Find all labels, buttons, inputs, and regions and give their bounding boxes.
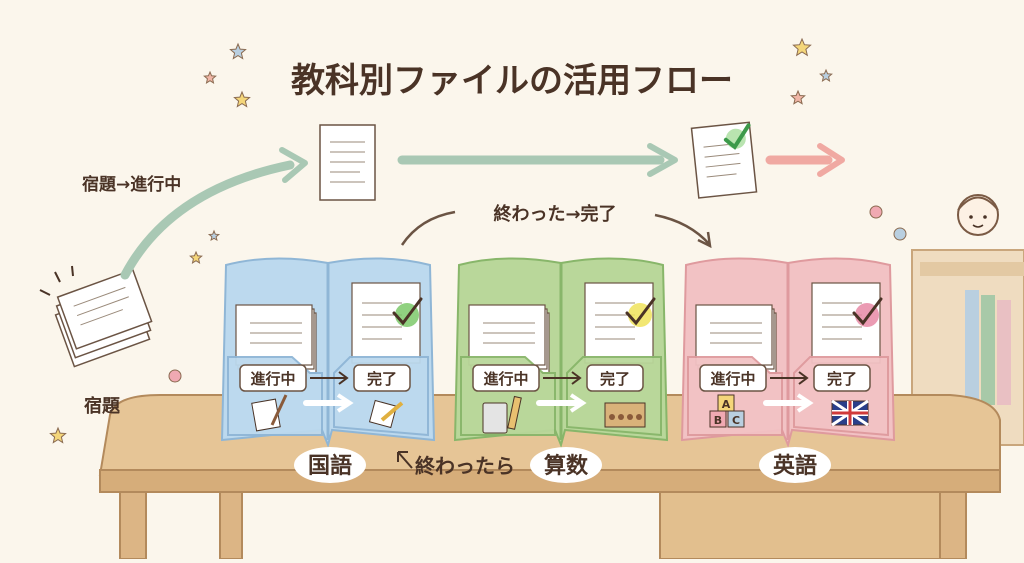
star-icon [229, 42, 247, 60]
abacus-icon [604, 402, 646, 428]
complete-label: 完了 [827, 370, 857, 388]
complete-label: 完了 [600, 370, 630, 388]
star-icon [49, 426, 67, 444]
pink-arrow-icon [765, 143, 845, 177]
homework-papers-icon [39, 265, 153, 368]
star-decorations [49, 37, 907, 444]
arrow-icon [770, 371, 809, 385]
pencil-paper-icon [368, 399, 404, 429]
when-done-label: 終わったら [415, 454, 515, 478]
svg-text:B: B [714, 414, 722, 427]
arrow-icon [543, 371, 582, 385]
homework-label: 宿題 [84, 395, 121, 417]
progress-label: 進行中 [250, 370, 295, 388]
checkmark-icon [392, 297, 423, 326]
star-icon [790, 89, 806, 105]
progress-label: 進行中 [483, 370, 528, 388]
subject-label: 英語 [773, 453, 817, 479]
calculator-icon [482, 395, 522, 434]
subject-label: 国語 [308, 453, 352, 479]
star-icon [207, 229, 221, 242]
checkmark-icon [625, 297, 656, 326]
curved-arrow-icon [400, 210, 456, 246]
small-arrow-icon [397, 451, 413, 469]
star-icon [792, 37, 812, 57]
progress-label: 進行中 [710, 370, 755, 388]
long-arrow-icon [397, 143, 678, 177]
star-icon [189, 250, 203, 264]
svg-text:C: C [732, 414, 740, 427]
star-icon [203, 70, 217, 84]
uk-flag-icon [831, 399, 869, 427]
homework-to-progress-label: 宿題→進行中 [82, 174, 181, 195]
svg-text:A: A [722, 398, 731, 411]
subject-label: 算数 [544, 453, 589, 479]
star-icon [233, 90, 251, 108]
flower-icon [893, 227, 907, 241]
child-illustration [957, 194, 999, 236]
page-title: 教科別ファイルの活用フロー [291, 61, 733, 101]
document-icon [319, 124, 376, 201]
done-to-complete-label: 終わった→完了 [493, 203, 616, 225]
star-icon [819, 68, 833, 82]
flower-icon [168, 369, 182, 383]
checked-document-icon [690, 121, 758, 199]
complete-label: 完了 [367, 370, 397, 388]
checkmark-icon [852, 297, 883, 326]
arrow-icon [310, 371, 349, 385]
flower-icon [869, 205, 883, 219]
curved-arrow-icon [120, 160, 295, 280]
brush-paper-icon [251, 394, 288, 432]
